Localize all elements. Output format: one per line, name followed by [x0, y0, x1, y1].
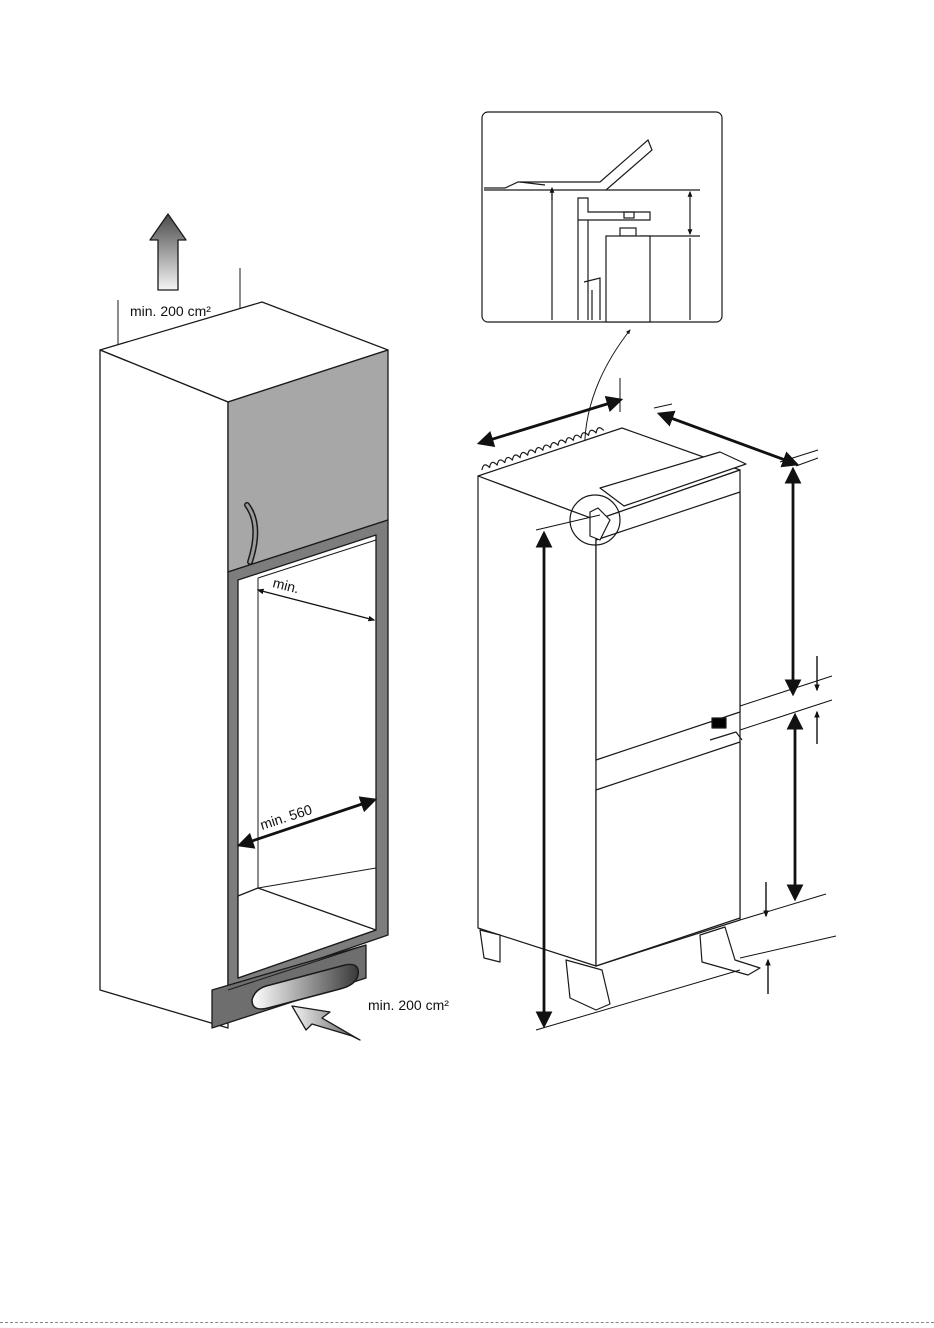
top-vent-label: min. 200 cm² [130, 303, 211, 319]
bottom-vent-label: min. 200 cm² [368, 997, 449, 1013]
cabinet [100, 268, 388, 1028]
detail-inset [482, 112, 722, 322]
arrow-up-icon [150, 214, 186, 290]
arrow-diagonal-icon [292, 1006, 360, 1040]
